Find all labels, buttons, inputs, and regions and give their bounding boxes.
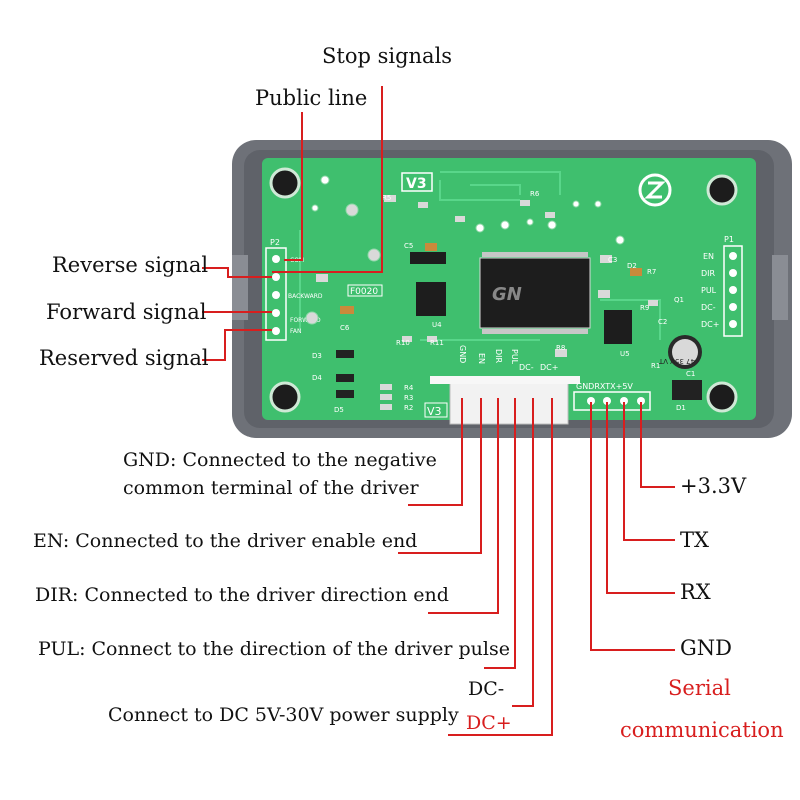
p1-pin-dir: DIR	[701, 269, 716, 278]
gnd-description-line1: GND: Connected to the negative	[123, 449, 437, 471]
p2-header	[265, 247, 287, 341]
p1-label: P1	[724, 235, 734, 244]
svg-text:R9: R9	[640, 304, 649, 312]
serial-header-pins	[587, 397, 645, 405]
u4-chip	[416, 282, 446, 316]
version-bottom-box	[424, 402, 448, 418]
p1-pin-en: EN	[703, 252, 714, 261]
dir-description: DIR: Connected to the driver direction e…	[35, 584, 449, 606]
f0020-label: F0020	[350, 287, 378, 297]
svg-text:U5: U5	[620, 350, 630, 358]
gnd-description-line2: common terminal of the driver	[123, 477, 419, 499]
svg-text:DC+: DC+	[540, 363, 558, 372]
serial-label: Serial	[668, 676, 731, 700]
communication-label: communication	[620, 718, 784, 742]
gnd-serial-label: GND	[680, 636, 732, 660]
p2-label: P2	[270, 238, 280, 247]
chip-brand: GN	[492, 284, 522, 305]
reserved-signal-label: Reserved signal	[39, 346, 209, 370]
fan-label: FAN	[290, 328, 302, 335]
svg-text:DC-: DC-	[519, 363, 534, 372]
forward-signal-label: Forward signal	[46, 300, 207, 324]
mounting-holes	[269, 167, 738, 413]
forward-pcb-label: FORWARD	[290, 317, 321, 324]
brand-logo	[638, 173, 672, 207]
version-box	[401, 172, 433, 192]
p1-pin-pul: PUL	[701, 286, 717, 295]
version-bottom-label: V3	[427, 405, 442, 418]
pcb-traces	[299, 171, 661, 341]
power-connector	[430, 376, 580, 425]
svg-text:C2: C2	[658, 318, 667, 326]
pul-description: PUL: Connect to the direction of the dri…	[38, 638, 510, 660]
svg-text:D1: D1	[676, 404, 686, 412]
bottom-pin-labels: GND EN DIR PUL DC- DC+	[458, 345, 558, 372]
svg-text:C3: C3	[608, 256, 617, 264]
dc-plus-label: DC+	[466, 712, 512, 734]
smd-components	[316, 195, 702, 410]
main-chip-pins	[482, 252, 588, 334]
f0020-box	[347, 284, 383, 297]
v33-label: +3.3V	[680, 474, 747, 498]
svg-text:R5: R5	[382, 194, 391, 202]
svg-text:U4: U4	[432, 321, 442, 329]
svg-text:GND: GND	[458, 345, 467, 363]
main-chip	[479, 257, 591, 329]
electrolytic-capacitor	[668, 335, 702, 369]
pointer-lines	[202, 86, 675, 736]
small-ic	[410, 252, 446, 264]
backward-label: BACKWARD	[288, 293, 323, 300]
enclosure-edge-left	[232, 255, 248, 320]
svg-text:R7: R7	[647, 268, 656, 276]
dc-minus-label: DC-	[468, 678, 505, 700]
svg-text:R2: R2	[404, 404, 413, 412]
tx-label: TX	[680, 528, 709, 552]
svg-text:DIR: DIR	[494, 349, 503, 364]
svg-text:R4: R4	[404, 384, 414, 392]
reference-labels: R5 R6 C5 C3 D2 R7 R9 C2 Q1 U4 C6 R10 R11…	[312, 190, 695, 414]
u5-chip	[604, 310, 632, 344]
svg-text:R3: R3	[404, 394, 413, 402]
rx-label: RX	[680, 580, 711, 604]
svg-text:D5: D5	[334, 406, 344, 414]
p1-pin-dc-minus: DC-	[701, 303, 716, 312]
p1-pin-dc-plus: DC+	[701, 320, 719, 329]
serial-header	[573, 391, 651, 411]
svg-text:D4: D4	[312, 374, 322, 382]
svg-text:R6: R6	[530, 190, 540, 198]
capacitor-marking: 47 35V VT	[658, 357, 695, 365]
svg-text:R1: R1	[651, 362, 660, 370]
p1-header	[723, 245, 743, 337]
svg-text:PUL: PUL	[510, 349, 519, 365]
version-label: V3	[406, 176, 427, 192]
svg-text:C1: C1	[686, 370, 695, 378]
vias	[305, 175, 625, 325]
en-description: EN: Connected to the driver enable end	[33, 530, 418, 552]
power-supply-description: Connect to DC 5V-30V power supply	[108, 704, 459, 726]
svg-text:C6: C6	[340, 324, 350, 332]
svg-text:EN: EN	[477, 353, 486, 364]
stop-signals-label: Stop signals	[322, 44, 453, 68]
reverse-signal-label: Reverse signal	[52, 253, 209, 277]
svg-text:R11: R11	[430, 339, 444, 347]
svg-text:D3: D3	[312, 352, 322, 360]
svg-text:R8: R8	[556, 344, 565, 352]
svg-text:D2: D2	[627, 262, 637, 270]
svg-text:C5: C5	[404, 242, 413, 250]
public-line-label: Public line	[255, 86, 368, 110]
svg-text:Q1: Q1	[674, 296, 684, 304]
enclosure-edge-right	[772, 255, 788, 320]
serial-pin-labels: GNDRXTX+5V	[576, 382, 633, 391]
svg-text:R10: R10	[396, 339, 410, 347]
